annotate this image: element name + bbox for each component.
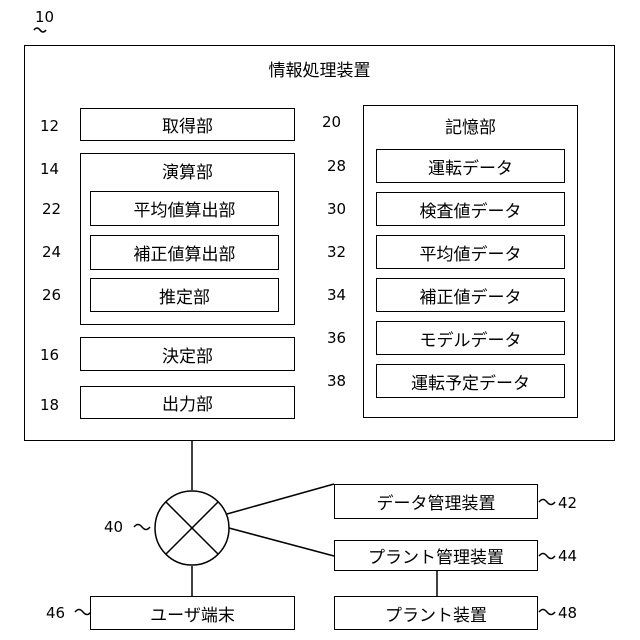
storage-item-schedule-data: 運転予定データ <box>376 364 565 398</box>
plant-management-device: プラント管理装置 <box>334 540 538 571</box>
ref-48: 48 <box>558 604 577 622</box>
leader-42 <box>539 500 555 505</box>
storage-item-operation-data: 運転データ <box>376 149 565 183</box>
ref-10: 10 <box>35 8 54 26</box>
leader-40 <box>134 525 150 530</box>
network-node-icon <box>155 491 229 565</box>
ref-16: 16 <box>40 346 59 364</box>
plant-device: プラント装置 <box>334 596 538 630</box>
average-value-calc-unit: 平均値算出部 <box>90 191 279 226</box>
ref-46: 46 <box>46 604 65 622</box>
storage-item-correction-data: 補正値データ <box>376 278 565 312</box>
ref-20: 20 <box>322 113 341 131</box>
ref-44: 44 <box>558 547 577 565</box>
computation-unit-label: 演算部 <box>80 158 295 182</box>
storage-item-average-data: 平均値データ <box>376 235 565 269</box>
ref-22: 22 <box>42 200 61 218</box>
ref-30: 30 <box>327 200 346 218</box>
data-management-device: データ管理装置 <box>334 484 538 519</box>
estimation-unit: 推定部 <box>90 278 279 312</box>
leader-44 <box>539 554 555 559</box>
ref-26: 26 <box>42 286 61 304</box>
user-terminal: ユーザ端末 <box>90 596 295 630</box>
ref-14: 14 <box>40 160 59 178</box>
correction-value-calc-unit: 補正値算出部 <box>90 235 279 270</box>
ref-24: 24 <box>42 243 61 261</box>
leader-10 <box>34 28 46 32</box>
ref-36: 36 <box>327 329 346 347</box>
output-unit: 出力部 <box>80 386 295 419</box>
storage-item-inspection-data: 検査値データ <box>376 192 565 226</box>
storage-unit-label: 記憶部 <box>363 112 578 138</box>
acquisition-unit: 取得部 <box>80 108 295 141</box>
network-plantmgmt-line <box>229 528 334 556</box>
ref-12: 12 <box>40 117 59 135</box>
decision-unit: 決定部 <box>80 337 295 371</box>
ref-40: 40 <box>104 518 123 536</box>
ref-32: 32 <box>327 243 346 261</box>
leader-46 <box>75 610 91 615</box>
storage-item-model-data: モデルデータ <box>376 321 565 355</box>
ref-34: 34 <box>327 286 346 304</box>
ref-42: 42 <box>558 494 577 512</box>
leader-48 <box>539 610 555 615</box>
ref-18: 18 <box>40 396 59 414</box>
ref-28: 28 <box>327 157 346 175</box>
network-datamgmt-line <box>227 484 334 514</box>
device-title: 情報処理装置 <box>24 55 615 81</box>
ref-38: 38 <box>327 372 346 390</box>
